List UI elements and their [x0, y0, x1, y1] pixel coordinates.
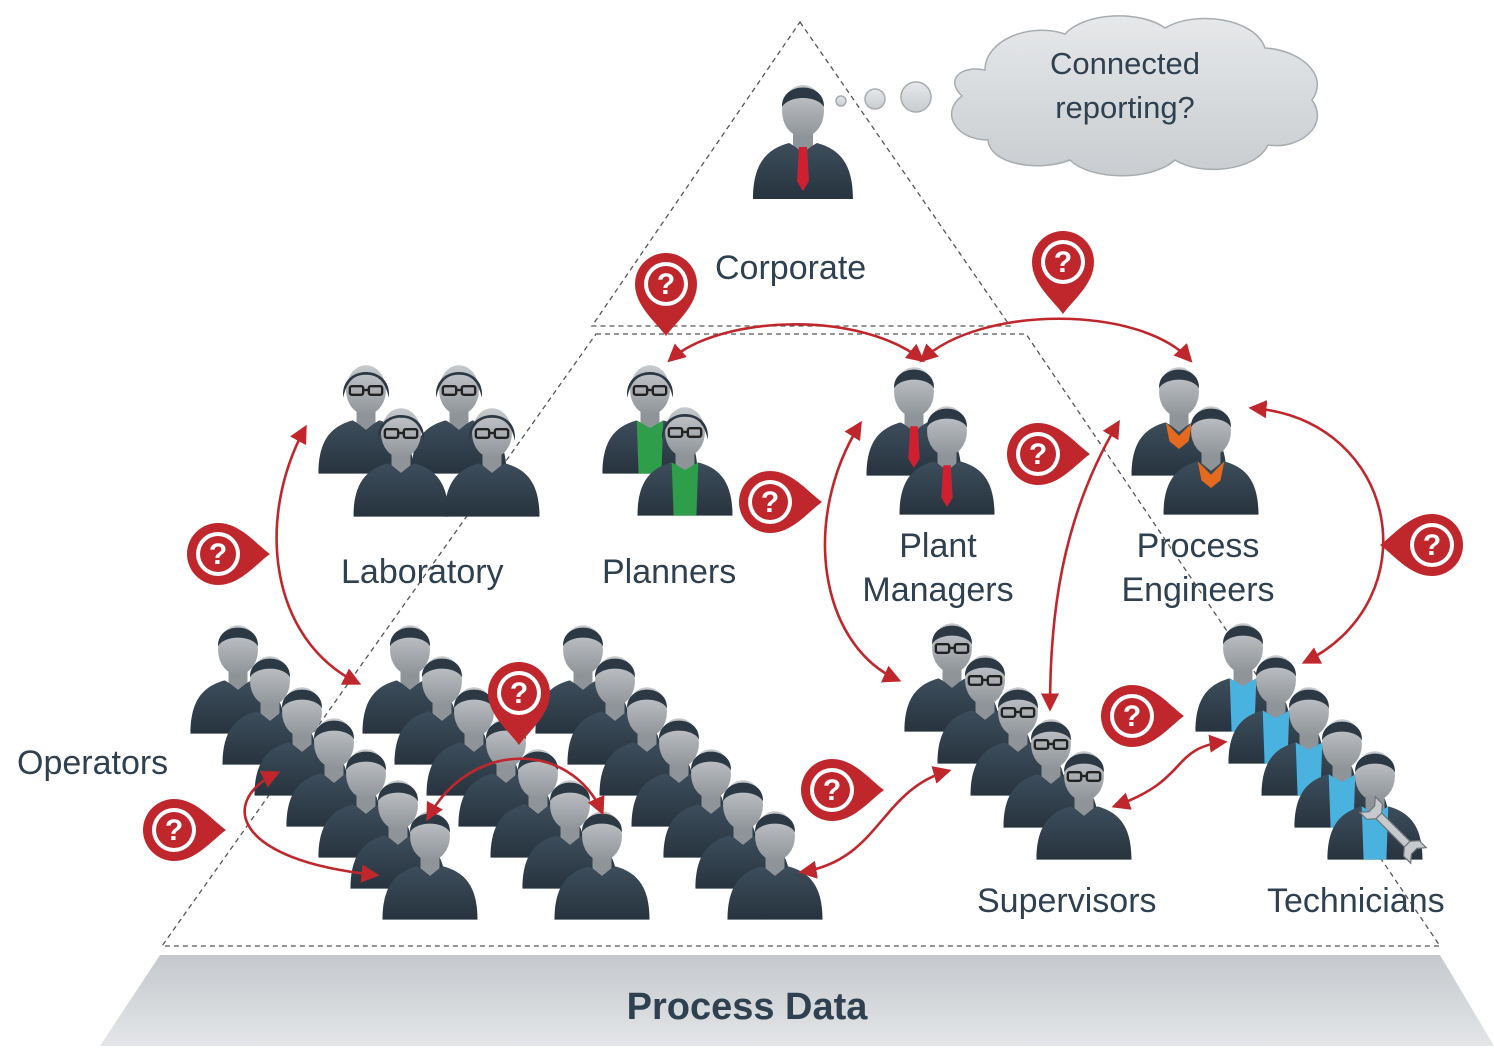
label-process-engineers-line2: Engineers [1121, 571, 1275, 609]
label-process-engineers-line1: Process [1136, 527, 1260, 565]
question-mark-text: ? [1423, 529, 1441, 562]
operator-person-icon [382, 811, 478, 920]
arrow-engineers-supervisors [1040, 419, 1120, 712]
question-pin-icon: ? [1101, 685, 1184, 747]
arrow-corporate-engineers [919, 317, 1193, 363]
laboratory-person-icon [353, 408, 449, 517]
question-pin-icon: ? [1032, 231, 1094, 314]
label-corporate: Corporate [715, 249, 867, 287]
label-technicians: Technicians [1267, 882, 1445, 920]
wrench-icon [1358, 795, 1428, 865]
process-data-base [100, 955, 1494, 1046]
label-plant-managers-line2: Managers [862, 571, 1014, 609]
arrow-laboratory-operators [275, 424, 362, 685]
pins-layer: ?????????? [143, 231, 1463, 861]
question-mark-text: ? [1054, 246, 1072, 279]
question-pin-icon: ? [187, 523, 270, 585]
corporate-person-icon [753, 85, 853, 199]
label-process-engineers: Process Engineers [1098, 524, 1298, 612]
arrow-corporate-planners [667, 323, 925, 363]
supervisor-person-icon [1036, 751, 1132, 860]
thought-bubble [835, 15, 1319, 177]
question-mark-text: ? [510, 677, 528, 710]
question-pin-icon: ? [488, 662, 550, 745]
arrow-operators-supervisors [798, 766, 952, 879]
question-mark-text: ? [761, 486, 779, 519]
label-operators: Operators [17, 744, 169, 782]
label-plant-managers: Plant Managers [838, 524, 1038, 612]
thought-bubble-line1: Connected [1050, 46, 1200, 81]
arrow-operators-operators-mid [426, 757, 605, 822]
question-pin-icon: ? [801, 759, 884, 821]
question-pin-icon: ? [635, 253, 697, 336]
laboratory-person-icon [444, 408, 540, 517]
label-laboratory: Laboratory [341, 553, 504, 591]
question-mark-text: ? [209, 538, 227, 571]
question-pin-icon: ? [1380, 514, 1463, 576]
question-pin-icon: ? [739, 471, 822, 533]
pyramid-outline [160, 20, 1442, 947]
operator-person-icon [554, 811, 650, 920]
question-mark-text: ? [165, 814, 183, 847]
question-pin-icon: ? [143, 799, 226, 861]
question-mark-text: ? [1123, 700, 1141, 733]
question-pin-icon: ? [1007, 423, 1090, 485]
process-data-label: Process Data [626, 986, 868, 1028]
arrow-supervisors-technicians [1111, 734, 1228, 810]
label-supervisors: Supervisors [977, 882, 1157, 920]
thought-bubble-text: Connected reporting? [1000, 42, 1250, 130]
arrow-plantmanagers-supervisors [823, 420, 902, 683]
arrows-layer [243, 317, 1385, 883]
operator-person-icon [727, 811, 823, 920]
thought-bubble-line2: reporting? [1055, 90, 1195, 125]
planner-person-icon [637, 407, 733, 516]
question-mark-text: ? [1029, 438, 1047, 471]
label-planners: Planners [602, 553, 737, 591]
question-mark-text: ? [823, 774, 841, 807]
arrow-operators-operators-left [243, 771, 380, 883]
question-mark-text: ? [657, 268, 675, 301]
arrow-engineers-technicians [1248, 400, 1385, 664]
plant-manager-person-icon [899, 406, 995, 515]
process-engineer-person-icon [1163, 406, 1259, 515]
label-plant-managers-line1: Plant [899, 527, 977, 565]
